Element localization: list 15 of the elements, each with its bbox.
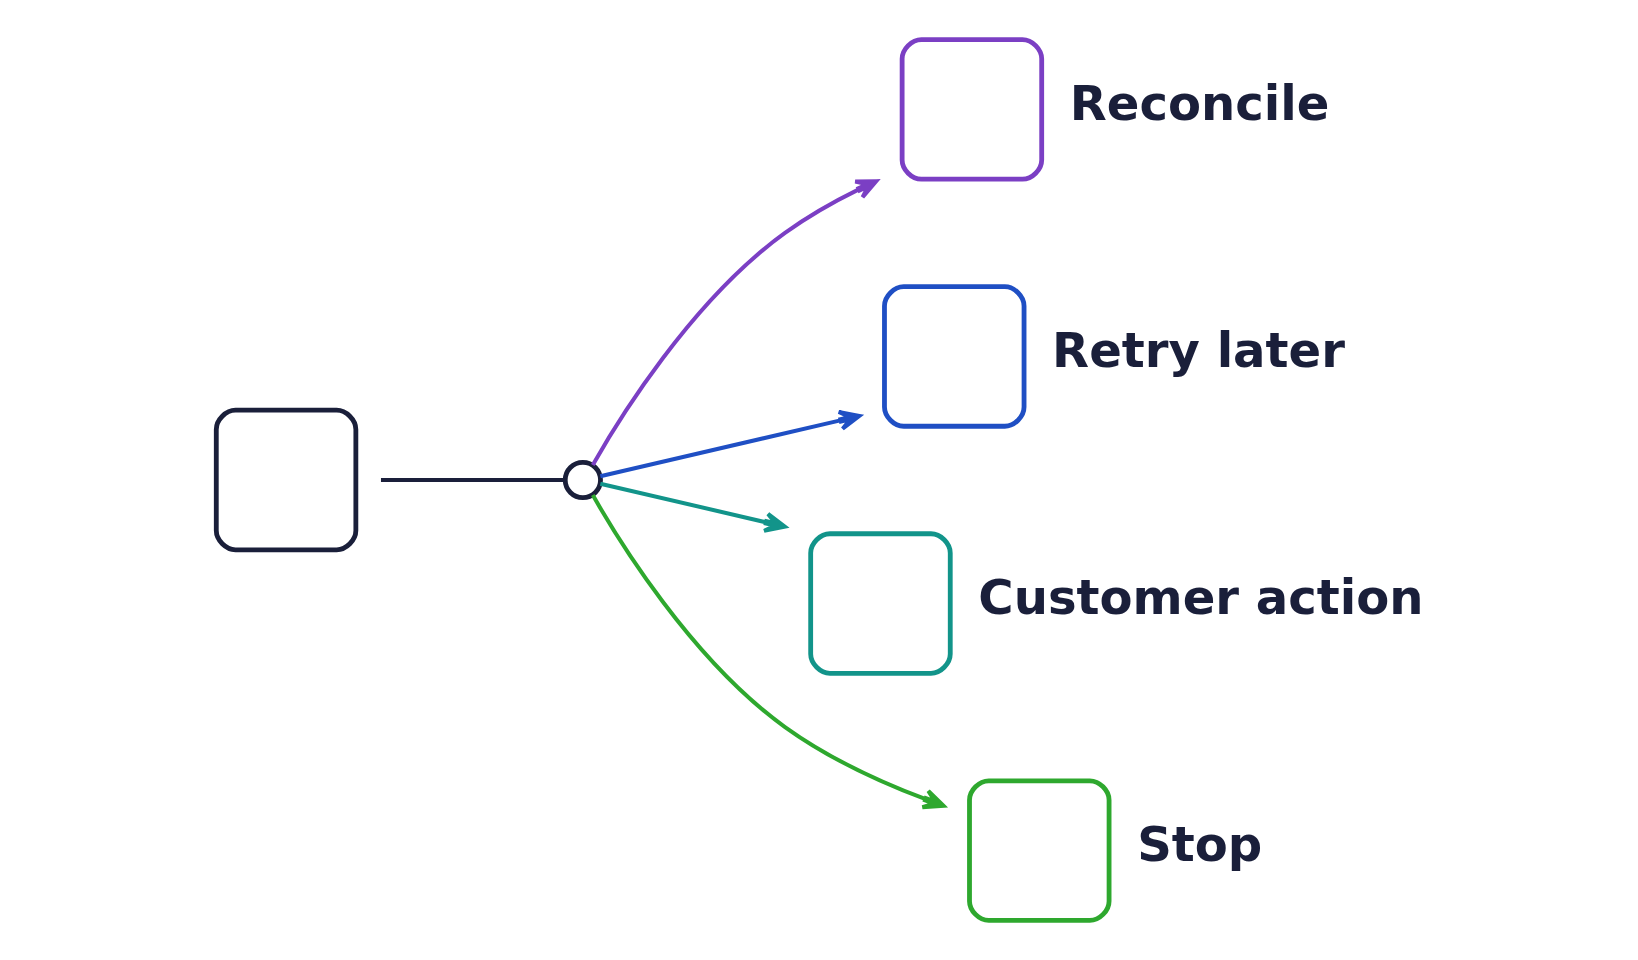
arrow bbox=[599, 409, 861, 479]
connector bbox=[380, 478, 565, 482]
node-box bbox=[213, 407, 358, 553]
node-label: Retry later bbox=[1051, 321, 1345, 378]
arrow bbox=[590, 494, 945, 810]
node-box bbox=[881, 284, 1026, 429]
node-box bbox=[966, 778, 1111, 923]
node-label: Reconcile bbox=[1069, 74, 1329, 131]
node-label: Customer action bbox=[977, 568, 1424, 625]
node-circle bbox=[562, 459, 603, 501]
node-box bbox=[899, 37, 1044, 182]
node-box bbox=[807, 531, 953, 676]
arrow bbox=[590, 179, 878, 466]
arrow bbox=[599, 481, 787, 533]
node-label: Stop bbox=[1136, 816, 1262, 873]
